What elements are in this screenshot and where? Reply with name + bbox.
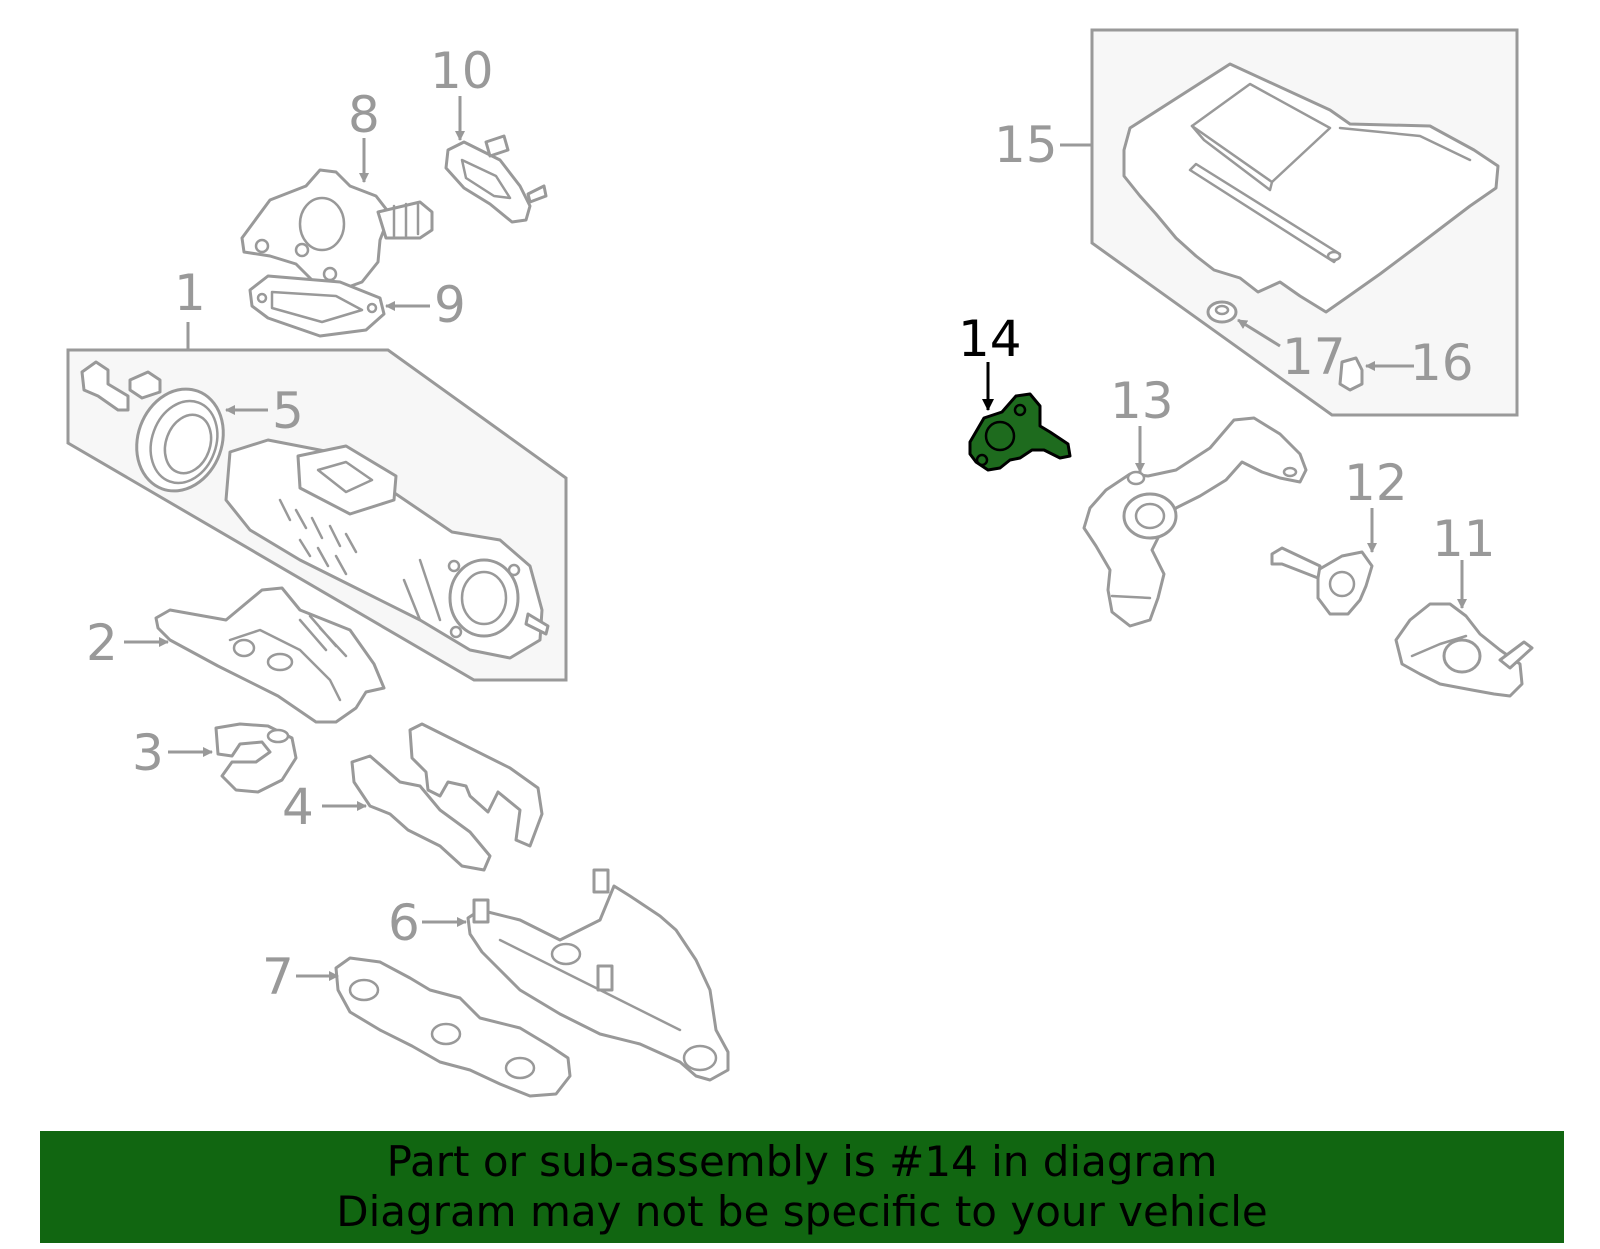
callout-12: 12 [1344,454,1408,512]
callout-6: 6 [388,894,420,952]
banner-line-1: Part or sub-assembly is #14 in diagram [386,1137,1218,1186]
callout-17: 17 [1282,328,1346,386]
callout-3: 3 [132,724,164,782]
part-bolt-drawing [80,360,162,412]
part-9-drawing [248,274,386,338]
part-12-drawing [1270,546,1374,616]
part-supercharger-drawing [224,438,550,660]
callout-labels: 1 2 3 4 5 6 7 8 9 10 11 12 13 14 15 16 1… [86,42,1496,1006]
callout-8: 8 [348,86,380,144]
part-17-drawing [1206,300,1238,324]
callout-9: 9 [434,276,466,334]
callout-5: 5 [272,382,304,440]
part-15-cover-drawing [1122,62,1500,314]
callout-16: 16 [1410,334,1474,392]
part-16-drawing [1338,356,1364,392]
part-10-drawing [444,134,548,224]
part-8-drawing [240,168,434,292]
callout-14-highlighted: 14 [958,310,1022,368]
part-14-drawing-highlighted [968,392,1072,472]
part-11-drawing [1394,602,1534,698]
info-banner: Part or sub-assembly is #14 in diagram D… [40,1131,1564,1243]
part-2-drawing [154,586,386,724]
banner-line-2: Diagram may not be specific to your vehi… [336,1187,1268,1236]
callout-leaders [124,96,1467,981]
callout-7: 7 [262,948,294,1006]
part-13-drawing [1082,416,1308,628]
callout-2: 2 [86,614,118,672]
part-6-drawing [466,868,730,1082]
callout-11: 11 [1432,510,1496,568]
part-5-pulley-drawing [135,387,225,493]
callout-10: 10 [430,42,494,100]
callout-13: 13 [1110,372,1174,430]
callout-4: 4 [282,778,314,836]
callout-1: 1 [174,264,206,322]
callout-15: 15 [994,116,1058,174]
part-7-drawing [334,956,572,1098]
part-4-drawing [350,722,544,872]
part-3-drawing [214,722,298,794]
